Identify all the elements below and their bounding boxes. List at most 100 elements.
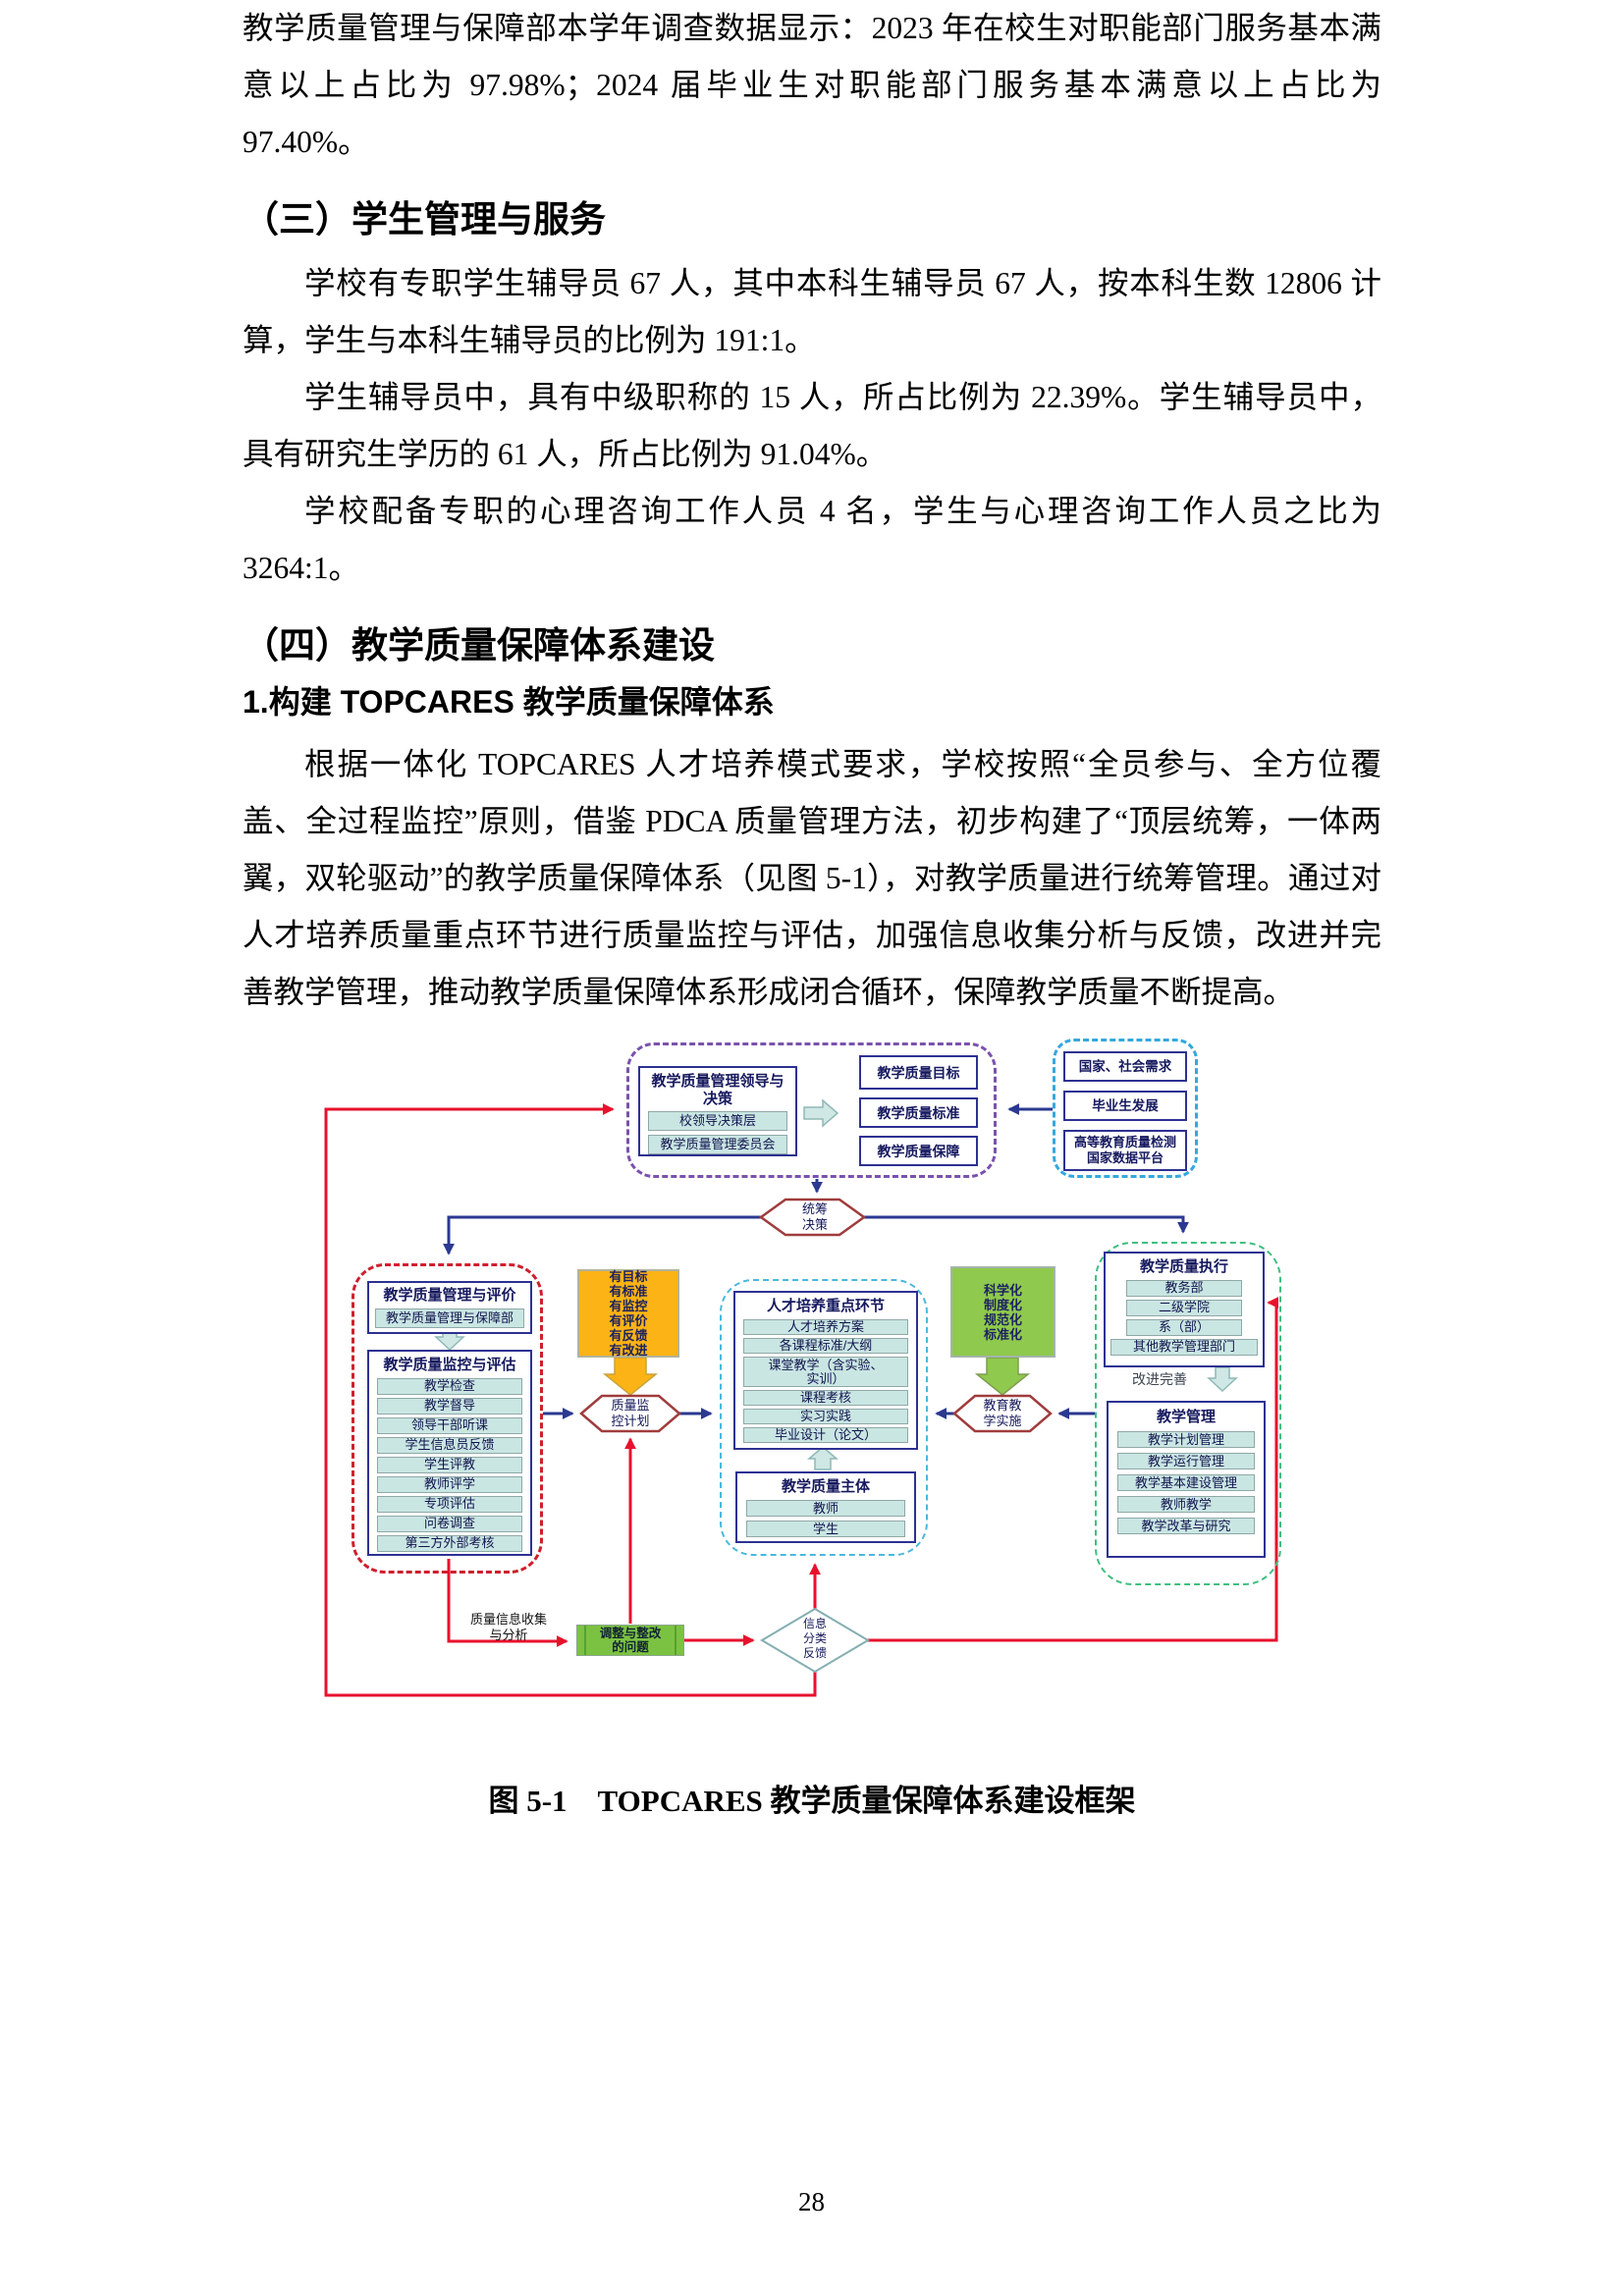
- paragraph-survey: 教学质量管理与保障部本学年调查数据显示：2023 年在校生对职能部门服务基本满意…: [243, 11, 1381, 159]
- group-execution-management: 教学质量执行 教务部 二级学院 系（部） 其他教学管理部门 改进完善 教学管理 …: [1095, 1242, 1281, 1585]
- group-external-inputs: 国家、社会需求 毕业生发展 高等教育质量检测 国家数据平台: [1053, 1039, 1198, 1178]
- subject-item: 教师: [746, 1500, 905, 1517]
- improve-label: 改进完善: [1132, 1371, 1187, 1387]
- target-box-assurance: 教学质量保障: [859, 1136, 978, 1166]
- blue-overall-to-right: [864, 1215, 1189, 1234]
- monitoring-item: 学生信息员反馈: [377, 1437, 522, 1454]
- monitoring-item: 领导干部听课: [377, 1417, 522, 1434]
- external-box-society: 国家、社会需求: [1063, 1051, 1187, 1082]
- external-label: 国家、社会需求: [1078, 1058, 1172, 1074]
- paragraph-psychology: 学校配备专职的心理咨询工作人员 4 名，学生与心理咨询工作人员之比为 3264:…: [243, 494, 1381, 585]
- hexagon-overall-shape: [758, 1198, 867, 1237]
- execution-item: 其他教学管理部门: [1110, 1339, 1258, 1356]
- target-box-standards: 教学质量标准: [859, 1097, 978, 1128]
- block-arrows: [434, 1098, 1238, 1470]
- management-item: 教师教学: [1117, 1496, 1255, 1513]
- group-talent-cultivation: 人才培养重点环节 人才培养方案 各课程标准/大纲 课堂教学（含实验、 实训） 课…: [720, 1279, 928, 1556]
- diamond-feedback-shape: [760, 1607, 870, 1674]
- diamond-feedback-label: 信息 分类 反馈: [802, 1617, 827, 1660]
- execution-item: 二级学院: [1126, 1300, 1242, 1316]
- monitoring-title: 教学质量监控与评估: [383, 1357, 516, 1373]
- execution-item: 教务部: [1126, 1280, 1242, 1297]
- key-links-title: 人才培养重点环节: [766, 1298, 885, 1314]
- hexagon-plan-shape: [579, 1394, 681, 1433]
- monitoring-item: 教学督导: [377, 1398, 522, 1415]
- target-label: 教学质量标准: [877, 1104, 960, 1121]
- figure-caption: 图 5-1 TOPCARES 教学质量保障体系建设框架: [488, 1784, 1136, 1818]
- external-label: 高等教育质量检测 国家数据平台: [1073, 1135, 1176, 1165]
- group-leadership: 教学质量管理领导与 决策 校领导决策层 教学质量管理委员会 教学质量目标 教学质…: [626, 1042, 997, 1178]
- arrow-yellow-down-icon: [602, 1357, 659, 1396]
- figure-5-1-diagram: 教学质量管理领导与 决策 校领导决策层 教学质量管理委员会 教学质量目标 教学质…: [324, 1031, 1306, 1754]
- leadership-item: 校领导决策层: [648, 1111, 787, 1131]
- external-box-platform: 高等教育质量检测 国家数据平台: [1063, 1130, 1187, 1171]
- green-principles-note: 科学化 制度化 规范化 标准化: [950, 1266, 1055, 1358]
- red-collect-line: [447, 1559, 568, 1647]
- external-box-graduates: 毕业生发展: [1063, 1091, 1187, 1121]
- hexagon-plan-label: 质量监 控计划: [611, 1398, 650, 1428]
- quality-subjects-title: 教学质量主体: [781, 1478, 870, 1495]
- heading-section-3: （三）学生管理与服务: [243, 199, 606, 240]
- paragraph-topcares: 根据一体化 TOPCARES 人才培养模式要求，学校按照“全员参与、全方位覆盖、…: [243, 747, 1381, 1009]
- group-monitoring-evaluation: 教学质量管理与评价 教学质量管理与保障部 教学质量监控与评估 教学检查 教学督导…: [352, 1263, 543, 1574]
- leadership-box: 教学质量管理领导与 决策 校领导决策层 教学质量管理委员会: [638, 1066, 797, 1156]
- leadership-item: 教学质量管理委员会: [648, 1135, 787, 1154]
- hexagon-overall-label: 统筹 决策: [801, 1201, 828, 1232]
- arrow-leadership-to-targets-icon: [803, 1098, 839, 1128]
- monitoring-item: 教师评学: [377, 1476, 522, 1493]
- key-link-item: 课堂教学（含实验、 实训）: [743, 1357, 908, 1387]
- process-shapes: [579, 1198, 1053, 1674]
- quality-dept-item: 教学质量管理与保障部: [375, 1308, 524, 1328]
- page-content: 教学质量管理与保障部本学年调查数据显示：2023 年在校生对职能部门服务基本满意…: [243, 0, 1381, 1820]
- blue-flow-lines: [443, 1103, 1189, 1419]
- key-link-item: 毕业设计（论文）: [743, 1427, 908, 1443]
- connector-layer: [324, 1098, 1279, 1697]
- execution-item: 系（部）: [1126, 1319, 1242, 1336]
- quality-subjects-box: 教学质量主体 教师 学生: [735, 1471, 916, 1543]
- management-evaluation-title: 教学质量管理与评价: [383, 1287, 516, 1304]
- monitoring-item: 教学检查: [377, 1378, 522, 1395]
- collect-analysis-label: 质量信息收集 与分析: [469, 1612, 547, 1642]
- hexagon-implement-label: 教育教 学实施: [983, 1398, 1022, 1428]
- yellow-principles-note: 有目标 有标准 有监控 有评价 有反馈 有改进: [577, 1269, 679, 1358]
- teaching-management-box: 教学管理 教学计划管理 教学运行管理 教学基本建设管理 教师教学 教学改革与研究: [1107, 1401, 1266, 1558]
- red-diamond-to-execution: [867, 1297, 1279, 1642]
- monitoring-box: 教学质量监控与评估 教学检查 教学督导 领导干部听课 学生信息员反馈 学生评教 …: [367, 1350, 532, 1556]
- page-number: 28: [798, 2187, 825, 2216]
- management-item: 教学计划管理: [1117, 1431, 1255, 1448]
- key-link-item: 实习实践: [743, 1409, 908, 1424]
- target-label: 教学质量保障: [877, 1143, 960, 1159]
- teaching-management-title: 教学管理: [1156, 1409, 1216, 1425]
- key-link-item: 人才培养方案: [743, 1319, 908, 1335]
- key-link-item: 各课程标准/大纲: [743, 1338, 908, 1354]
- heading-topcares: 1.构建 TOPCARES 教学质量保障体系: [243, 684, 775, 720]
- subject-item: 学生: [746, 1521, 905, 1537]
- management-item: 教学改革与研究: [1117, 1518, 1255, 1534]
- monitoring-item: 问卷调查: [377, 1516, 522, 1532]
- red-loop-to-leadership: [324, 1103, 817, 1697]
- execution-box: 教学质量执行 教务部 二级学院 系（部） 其他教学管理部门: [1104, 1252, 1265, 1367]
- monitoring-item: 学生评教: [377, 1457, 522, 1473]
- heading-section-4: （四）教学质量保障体系建设: [243, 625, 715, 666]
- arrow-improve-down-icon: [1207, 1366, 1238, 1393]
- monitoring-item: 第三方外部考核: [377, 1535, 522, 1552]
- target-box-goals: 教学质量目标: [859, 1055, 978, 1090]
- paragraph-counselor-titles: 学生辅导员中，具有中级职称的 15 人，所占比例为 22.39%。学生辅导员中，…: [243, 380, 1381, 471]
- management-item: 教学运行管理: [1117, 1453, 1255, 1469]
- monitoring-item: 专项评估: [377, 1496, 522, 1513]
- red-feedback-loop: [324, 1103, 1279, 1697]
- arrow-center-up-icon: [806, 1446, 839, 1470]
- management-evaluation-box: 教学质量管理与评价 教学质量管理与保障部: [367, 1281, 532, 1334]
- paragraph-counselors: 学校有专职学生辅导员 67 人，其中本科生辅导员 67 人，按本科生数 1280…: [243, 266, 1381, 357]
- adjust-rectify-box: 调整与整改 的问题: [576, 1625, 684, 1656]
- blue-overall-to-left: [443, 1215, 761, 1255]
- management-item: 教学基本建设管理: [1117, 1474, 1255, 1491]
- target-label: 教学质量目标: [877, 1064, 960, 1081]
- key-links-box: 人才培养重点环节 人才培养方案 各课程标准/大纲 课堂教学（含实验、 实训） 课…: [733, 1291, 918, 1450]
- external-label: 毕业生发展: [1092, 1097, 1159, 1113]
- leadership-title: 教学质量管理领导与 决策: [651, 1073, 784, 1107]
- key-link-item: 课程考核: [743, 1390, 908, 1406]
- execution-title: 教学质量执行: [1139, 1258, 1228, 1275]
- hexagon-implement-shape: [952, 1394, 1053, 1433]
